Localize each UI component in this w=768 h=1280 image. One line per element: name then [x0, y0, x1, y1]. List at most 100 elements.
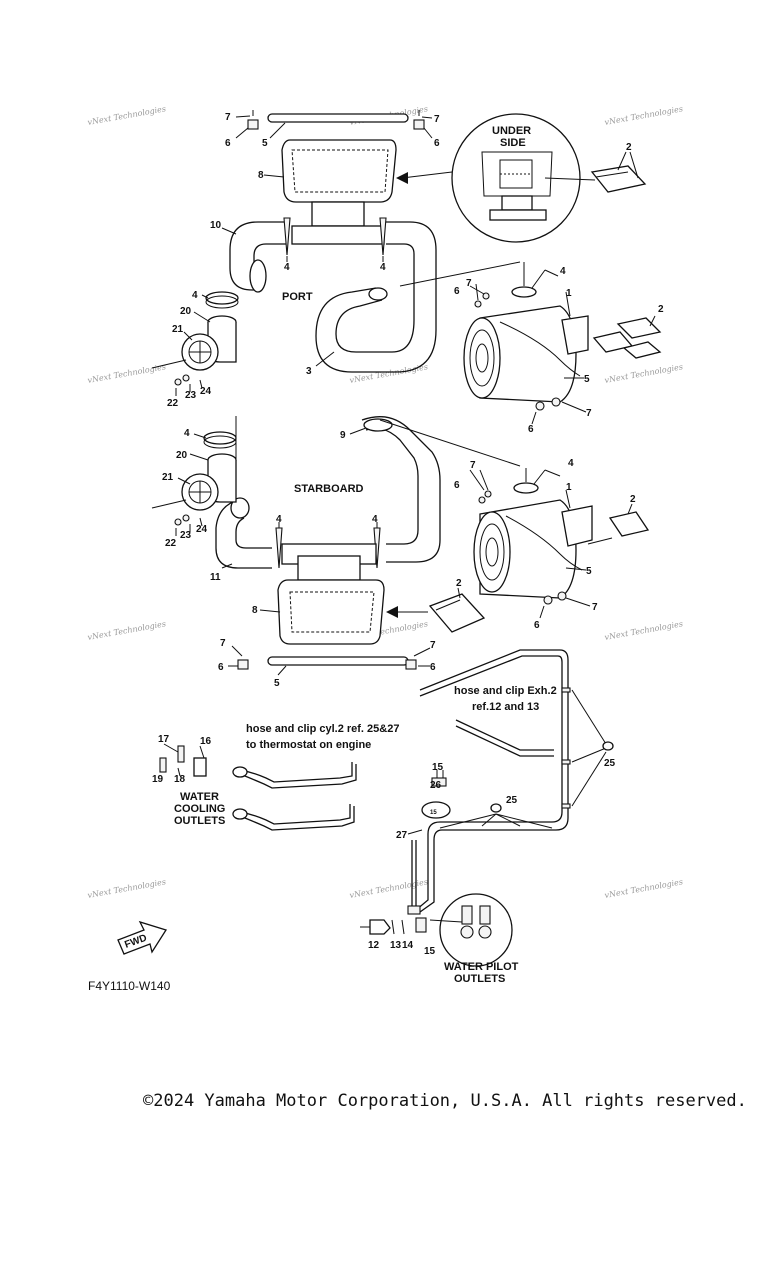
- callout-15: 15: [432, 762, 444, 773]
- underside-label: SIDE: [500, 137, 526, 149]
- note-exh: hose and clip Exh.2: [454, 685, 557, 697]
- callout-7: 7: [220, 638, 226, 649]
- callout-7: 7: [225, 112, 231, 123]
- callout-23: 23: [180, 530, 192, 541]
- watermark: vNext Technologies: [87, 362, 167, 385]
- callout-6: 6: [434, 138, 440, 149]
- callout-4: 4: [276, 514, 282, 525]
- callout-19: 19: [152, 774, 164, 785]
- note-exh: ref.12 and 13: [472, 701, 539, 713]
- callout-23: 23: [185, 390, 197, 401]
- muffler-top: 8: [258, 139, 453, 245]
- callout-5: 5: [262, 138, 268, 149]
- callout-22: 22: [165, 538, 177, 549]
- bottom-strap: 7 6 5 7 6: [218, 638, 436, 689]
- callout-4: 4: [192, 290, 198, 301]
- callout-4: 4: [184, 428, 190, 439]
- watermark: vNext Technologies: [604, 104, 684, 127]
- starboard-label: STARBOARD: [294, 483, 364, 495]
- callout-16: 16: [200, 736, 212, 747]
- callout-20: 20: [180, 306, 192, 317]
- port-airfilter: 1 4 7 6 5 7 6 2: [399, 261, 664, 435]
- callout-21: 21: [172, 324, 184, 335]
- callout-4: 4: [568, 458, 574, 469]
- callout-22: 22: [167, 398, 179, 409]
- water-pilot-label: OUTLETS: [454, 973, 505, 985]
- watermark: vNext Technologies: [87, 619, 167, 642]
- callout-26: 26: [430, 780, 442, 791]
- callout-4: 4: [372, 514, 378, 525]
- callout-25: 25: [506, 795, 518, 806]
- callout-6: 6: [225, 138, 231, 149]
- fwd-arrow-icon: FWD: [117, 920, 168, 955]
- callout-2: 2: [630, 494, 636, 505]
- callout-9: 9: [340, 430, 346, 441]
- water-pilot-label: WATER PILOT: [444, 961, 519, 973]
- callout-15: 15: [424, 946, 436, 957]
- callout-17: 17: [158, 734, 170, 745]
- callout-20: 20: [176, 450, 188, 461]
- callout-18: 18: [174, 774, 186, 785]
- note-cyl: to thermostat on engine: [246, 739, 371, 751]
- callout-7: 7: [434, 114, 440, 125]
- callout-4: 4: [284, 262, 290, 273]
- callout-27: 27: [396, 830, 408, 841]
- water-cooling-label: OUTLETS: [174, 815, 225, 827]
- callout-6: 6: [454, 480, 460, 491]
- callout-7: 7: [470, 460, 476, 471]
- callout-5: 5: [274, 678, 280, 689]
- callout-2: 2: [658, 304, 664, 315]
- callout-6: 6: [454, 286, 460, 297]
- callout-15: 15: [430, 810, 437, 816]
- callout-24: 24: [200, 386, 212, 397]
- underside-detail: UNDER SIDE 2: [451, 113, 647, 243]
- water-pilot: hose and clip Exh.2 ref.12 and 13 25 25 …: [360, 649, 616, 985]
- callout-6: 6: [218, 662, 224, 673]
- muffler-bottom: 8 2: [252, 555, 486, 645]
- starboard-fittings: 4 20 21 22 23 24: [151, 428, 237, 549]
- callout-10: 10: [210, 220, 222, 231]
- callout-1: 1: [566, 482, 572, 493]
- callout-1: 1: [566, 288, 572, 299]
- callout-13: 13: [390, 940, 402, 951]
- note-cyl: hose and clip cyl.2 ref. 25&27: [246, 723, 399, 735]
- callout-7: 7: [592, 602, 598, 613]
- callout-11: 11: [210, 572, 221, 583]
- callout-2: 2: [626, 142, 632, 153]
- watermark: vNext Technologies: [604, 362, 684, 385]
- callout-6: 6: [430, 662, 436, 673]
- callout-3: 3: [306, 366, 312, 377]
- callout-7: 7: [586, 408, 592, 419]
- callout-25: 25: [604, 758, 616, 769]
- callout-7: 7: [466, 278, 472, 289]
- callout-2: 2: [456, 578, 462, 589]
- port-fittings: 4 20 21 22 23 24: [151, 290, 239, 409]
- callout-14: 14: [402, 940, 414, 951]
- callout-5: 5: [586, 566, 592, 577]
- starboard-airfilter: 1 4 7 6 5 7 6 2: [454, 458, 650, 631]
- diagram-code: F4Y1110-W140: [88, 979, 171, 993]
- copyright: ©2024 Yamaha Motor Corporation, U.S.A. A…: [143, 1091, 747, 1111]
- watermark: vNext Technologies: [604, 877, 684, 900]
- watermark: vNext Technologies: [87, 104, 167, 127]
- top-strap: 7 6 5 7 6: [225, 110, 440, 149]
- callout-4: 4: [560, 266, 566, 277]
- callout-24: 24: [196, 524, 208, 535]
- port-label: PORT: [282, 291, 313, 303]
- callout-7: 7: [430, 640, 436, 651]
- underside-label: UNDER: [492, 125, 531, 137]
- callout-8: 8: [258, 170, 264, 181]
- watermark: vNext Technologies: [349, 362, 429, 385]
- callout-6: 6: [528, 424, 534, 435]
- water-cooling: hose and clip cyl.2 ref. 25&27 to thermo…: [152, 723, 399, 831]
- port-hoses: 10 4 4 3 PORT: [210, 217, 437, 377]
- watermark: vNext Technologies: [604, 619, 684, 642]
- callout-5: 5: [584, 374, 590, 385]
- callout-21: 21: [162, 472, 174, 483]
- callout-8: 8: [252, 605, 258, 616]
- callout-4: 4: [380, 262, 386, 273]
- water-cooling-label: WATER: [180, 791, 219, 803]
- water-cooling-label: COOLING: [174, 803, 225, 815]
- callout-6: 6: [534, 620, 540, 631]
